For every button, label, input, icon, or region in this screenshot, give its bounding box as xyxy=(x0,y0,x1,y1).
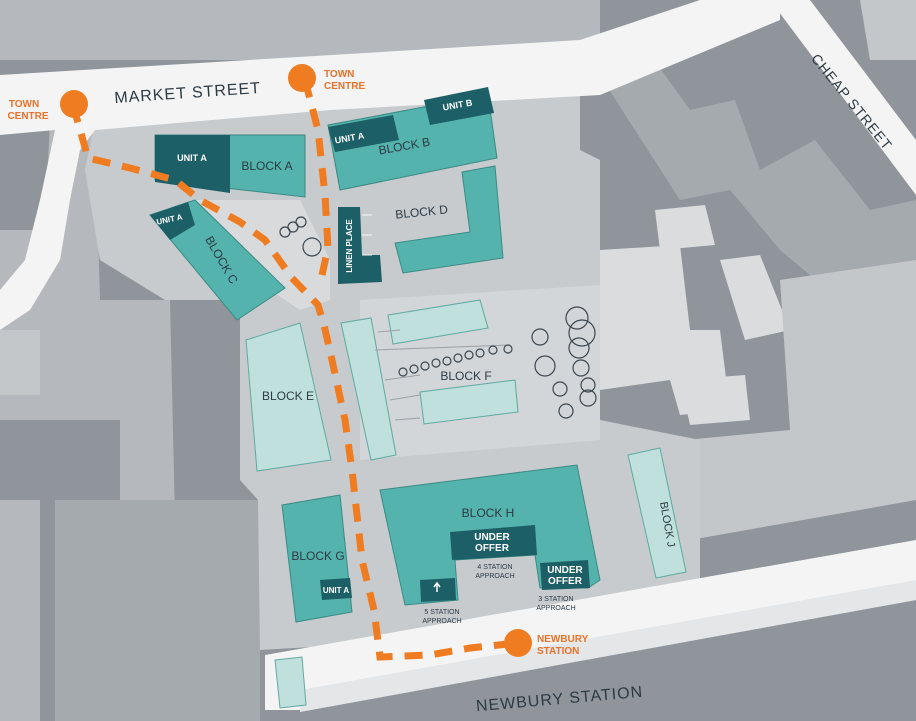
three-station-line2: APPROACH xyxy=(536,605,575,612)
block-e-label: BLOCK E xyxy=(262,389,314,403)
block-a-unit-label: UNIT A xyxy=(177,153,207,163)
four-station-line2: APPROACH xyxy=(475,573,514,580)
station-kiosk xyxy=(274,656,307,709)
block-f[interactable]: BLOCK F xyxy=(340,299,519,461)
linen-place[interactable]: LINEN PLACE xyxy=(338,207,382,284)
town-centre-top-marker[interactable]: TOWN CENTRE xyxy=(288,64,365,92)
block-a[interactable]: UNIT A BLOCK A xyxy=(154,134,306,198)
block-b[interactable]: UNIT A UNIT B BLOCK B xyxy=(327,87,498,191)
under-offer-lower-line2: OFFER xyxy=(548,576,583,587)
town-centre-left-marker[interactable]: TOWN CENTRE xyxy=(7,90,88,122)
newbury-station-road-label: NEWBURY STATION xyxy=(475,684,643,716)
three-station-line1: 3 STATION xyxy=(538,596,573,603)
four-station-line1: 4 STATION xyxy=(477,564,512,571)
block-d[interactable]: BLOCK D xyxy=(394,165,504,274)
town-centre-left-line2: CENTRE xyxy=(7,111,48,122)
walking-route xyxy=(69,79,519,661)
under-offer-upper-line2: OFFER xyxy=(475,543,510,554)
block-g-label: BLOCK G xyxy=(291,549,344,563)
block-a-label: BLOCK A xyxy=(241,159,292,173)
block-g-unit-label: UNIT A xyxy=(323,586,350,595)
town-centre-top-line1: TOWN xyxy=(324,69,354,80)
block-h-label: BLOCK H xyxy=(462,506,515,520)
block-j[interactable]: BLOCK J xyxy=(627,447,687,579)
five-station-line2: APPROACH xyxy=(422,618,461,625)
five-station-line1: 5 STATION xyxy=(424,609,459,616)
under-offer-lower-line1: UNDER xyxy=(547,565,583,576)
town-centre-left-line1: TOWN xyxy=(9,99,39,110)
linen-place-label: LINEN PLACE xyxy=(345,219,354,273)
block-d-label: BLOCK D xyxy=(395,202,449,221)
block-h[interactable]: BLOCK H UNDER OFFER UNDER OFFER xyxy=(379,464,601,606)
newbury-station-marker[interactable]: NEWBURY STATION xyxy=(504,629,589,657)
under-offer-upper-line1: UNDER xyxy=(474,532,510,543)
newbury-station-line2: STATION xyxy=(537,646,579,657)
addresses: 4 STATION APPROACH 5 STATION APPROACH 3 … xyxy=(422,564,575,625)
block-e[interactable]: BLOCK E xyxy=(245,322,332,472)
newbury-station-line1: NEWBURY xyxy=(537,634,589,645)
trees xyxy=(279,216,597,419)
town-centre-top-line2: CENTRE xyxy=(324,81,365,92)
block-g[interactable]: UNIT A BLOCK G xyxy=(281,494,353,623)
block-f-label: BLOCK F xyxy=(440,369,491,383)
block-c[interactable]: UNIT A BLOCK C xyxy=(149,199,286,321)
